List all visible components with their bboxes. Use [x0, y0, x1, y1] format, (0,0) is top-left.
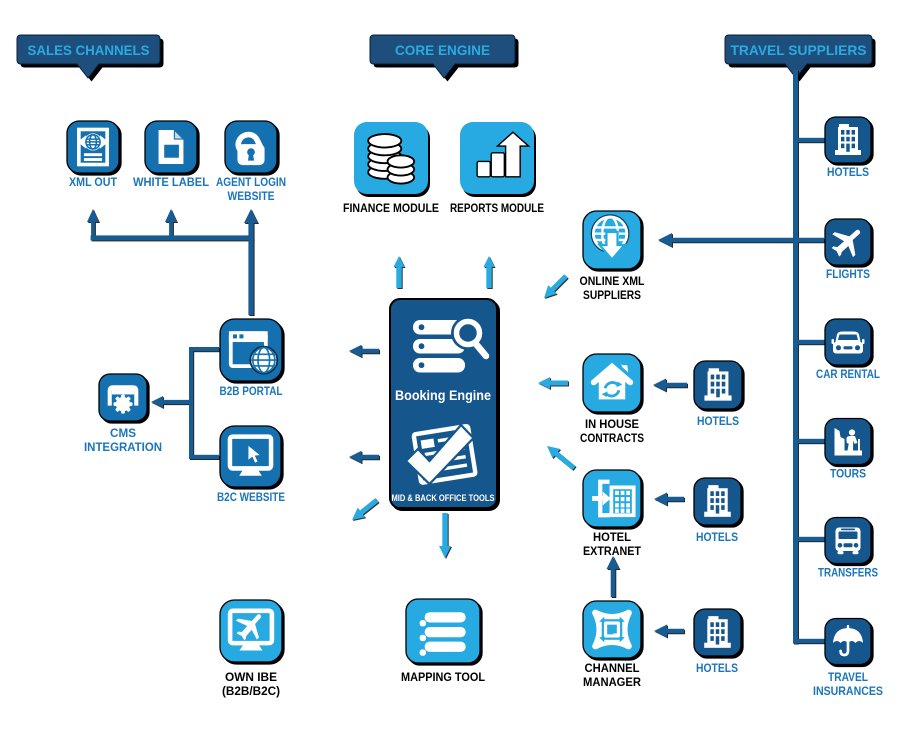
svg-text:REPORTS MODULE: REPORTS MODULE — [450, 201, 544, 215]
svg-text:CHANNEL: CHANNEL — [585, 661, 640, 675]
svg-text:SUPPLIERS: SUPPLIERS — [583, 288, 641, 302]
svg-text:TOURS: TOURS — [830, 469, 866, 481]
svg-text:AGENT LOGIN: AGENT LOGIN — [216, 175, 286, 189]
svg-text:WHITE LABEL: WHITE LABEL — [133, 175, 209, 189]
svg-text:CAR RENTAL: CAR RENTAL — [816, 369, 880, 381]
svg-text:TRANSFERS: TRANSFERS — [818, 568, 878, 580]
svg-text:INSURANCES: INSURANCES — [813, 686, 883, 698]
svg-text:TRAVEL: TRAVEL — [828, 672, 868, 684]
svg-text:WEBSITE: WEBSITE — [228, 189, 275, 203]
svg-text:MANAGER: MANAGER — [583, 675, 641, 689]
svg-text:TRAVEL SUPPLIERS: TRAVEL SUPPLIERS — [731, 42, 867, 58]
svg-text:HOTELS: HOTELS — [827, 167, 869, 179]
svg-text:MID & BACK OFFICE TOOLS: MID & BACK OFFICE TOOLS — [392, 493, 495, 503]
svg-text:B2B PORTAL: B2B PORTAL — [220, 384, 283, 398]
svg-text:HOTELS: HOTELS — [696, 530, 738, 544]
svg-text:MAPPING TOOL: MAPPING TOOL — [401, 670, 485, 684]
svg-text:FINANCE MODULE: FINANCE MODULE — [343, 201, 439, 215]
svg-text:(B2B/B2C): (B2B/B2C) — [222, 684, 280, 698]
svg-text:HOTELS: HOTELS — [697, 414, 739, 428]
svg-text:CMS: CMS — [110, 426, 136, 440]
svg-text:EXTRANET: EXTRANET — [583, 544, 642, 558]
svg-text:HOTELS: HOTELS — [696, 661, 738, 675]
svg-text:SALES CHANNELS: SALES CHANNELS — [28, 42, 150, 58]
svg-text:HOTEL: HOTEL — [593, 530, 631, 544]
svg-text:XML OUT: XML OUT — [69, 175, 118, 189]
svg-text:B2C WEBSITE: B2C WEBSITE — [217, 490, 285, 504]
svg-text:CORE ENGINE: CORE ENGINE — [395, 42, 490, 58]
svg-text:FLIGHTS: FLIGHTS — [826, 269, 870, 281]
svg-text:Booking Engine: Booking Engine — [395, 388, 491, 403]
svg-text:INTEGRATION: INTEGRATION — [84, 440, 162, 454]
svg-text:ONLINE XML: ONLINE XML — [580, 274, 645, 288]
svg-text:CONTRACTS: CONTRACTS — [580, 431, 644, 445]
svg-text:IN HOUSE: IN HOUSE — [585, 417, 639, 431]
svg-text:OWN IBE: OWN IBE — [225, 670, 277, 684]
